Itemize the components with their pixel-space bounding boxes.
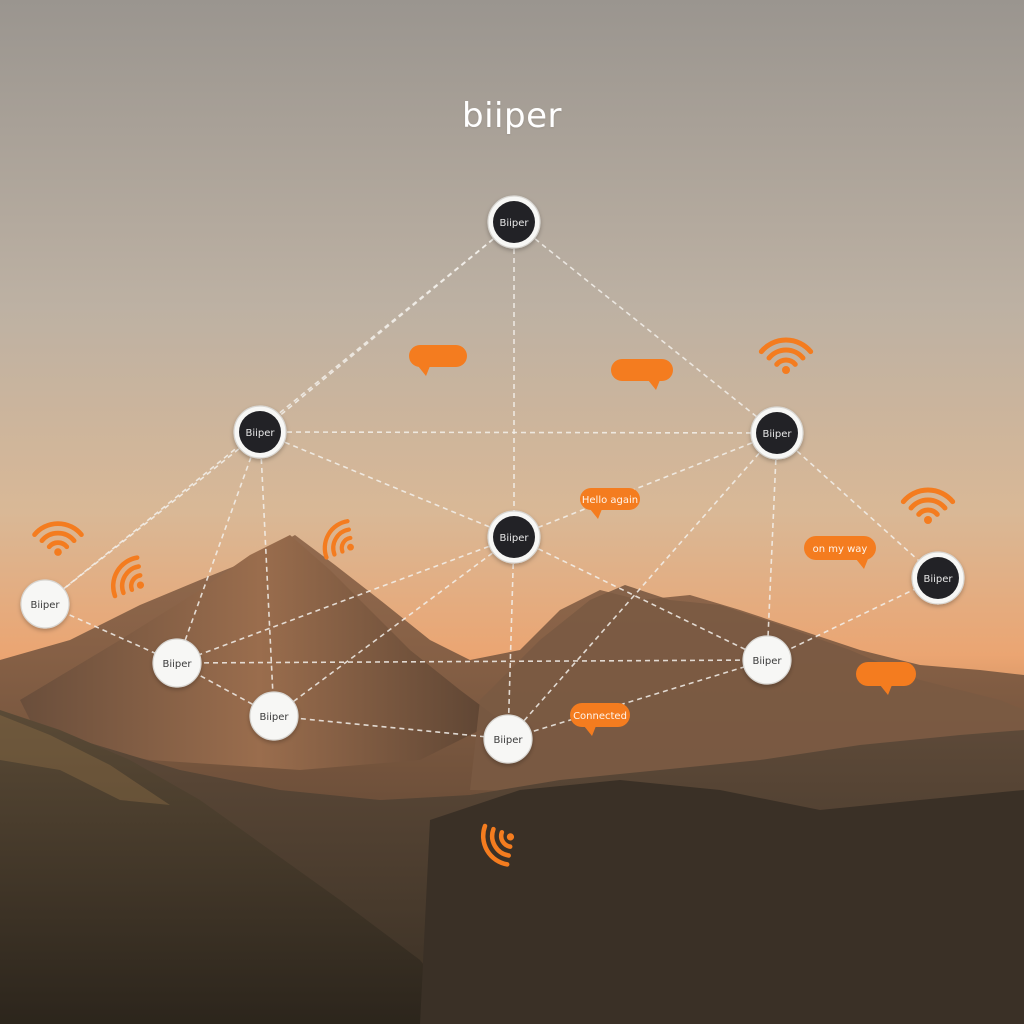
link-upper-right-far-right — [776, 432, 939, 579]
link-center-bottom — [507, 536, 515, 740]
device-node-upper-right[interactable]: Biiper — [750, 406, 804, 460]
link-upper-right-mid-right — [766, 432, 778, 661]
message-text: Hello again — [582, 495, 638, 506]
device-node-upper-left[interactable]: Biiper — [233, 405, 287, 459]
link-top-upper-right — [513, 221, 778, 434]
link-upper-left-mid-left — [176, 431, 261, 664]
hill-highlight — [0, 715, 170, 805]
device-node-top[interactable]: Biiper — [487, 195, 541, 249]
link-center-mid-right — [513, 536, 768, 661]
message-bubble: on my way — [804, 536, 876, 569]
wifi-signal-icon — [758, 337, 814, 374]
brand-title: biiper — [462, 96, 562, 136]
link-center-mid-left — [176, 536, 515, 664]
device-node-label: Biiper — [493, 735, 523, 746]
main-peak — [20, 535, 500, 770]
device-node-label: Biiper — [762, 429, 792, 440]
message-bubble — [409, 345, 467, 376]
wifi-signal-icon — [900, 487, 956, 524]
message-bubble: Hello again — [580, 488, 640, 519]
foreground-hill-left — [0, 710, 470, 1024]
message-bubble — [611, 359, 673, 390]
device-node-far-right[interactable]: Biiper — [911, 551, 965, 605]
device-node-mid-right[interactable]: Biiper — [742, 635, 792, 685]
link-mid-right-far-right — [766, 577, 939, 661]
foreground-hill-right — [420, 780, 1024, 1024]
message-text: on my way — [813, 544, 868, 555]
device-node-label: Biiper — [752, 656, 782, 667]
device-node-label: Biiper — [499, 533, 529, 544]
message-bubble: Connected — [570, 703, 630, 736]
device-node-label: Biiper — [923, 574, 953, 585]
link-upper-right-bottom — [507, 432, 778, 740]
wifi-signal-icon — [481, 823, 515, 867]
wifi-signal-icon — [322, 519, 354, 560]
link-top-far-left — [44, 221, 515, 605]
mountain-landscape — [0, 535, 1024, 1024]
link-low-left-bottom — [273, 715, 509, 740]
device-node-label: Biiper — [245, 428, 275, 439]
wifi-signal-icon — [32, 521, 84, 556]
wifi-signal-icon — [111, 555, 145, 599]
device-node-bottom[interactable]: Biiper — [483, 714, 533, 764]
signal-icons — [32, 337, 956, 867]
link-upper-left-far-left — [44, 431, 261, 605]
device-node-far-left[interactable]: Biiper — [20, 579, 70, 629]
device-node-label: Biiper — [259, 712, 289, 723]
device-node-label: Biiper — [30, 600, 60, 611]
link-upper-left-low-left — [259, 431, 275, 717]
message-text: Connected — [573, 711, 627, 722]
device-node-label: Biiper — [162, 659, 192, 670]
device-node-label: Biiper — [499, 218, 529, 229]
device-node-center[interactable]: Biiper — [487, 510, 541, 564]
link-upper-right-center — [513, 432, 778, 538]
link-center-low-left — [273, 536, 515, 717]
device-node-low-left[interactable]: Biiper — [249, 691, 299, 741]
link-bottom-mid-right — [507, 659, 768, 740]
device-node-mid-left[interactable]: Biiper — [152, 638, 202, 688]
message-bubble — [856, 662, 916, 695]
link-upper-left-center — [259, 431, 515, 538]
